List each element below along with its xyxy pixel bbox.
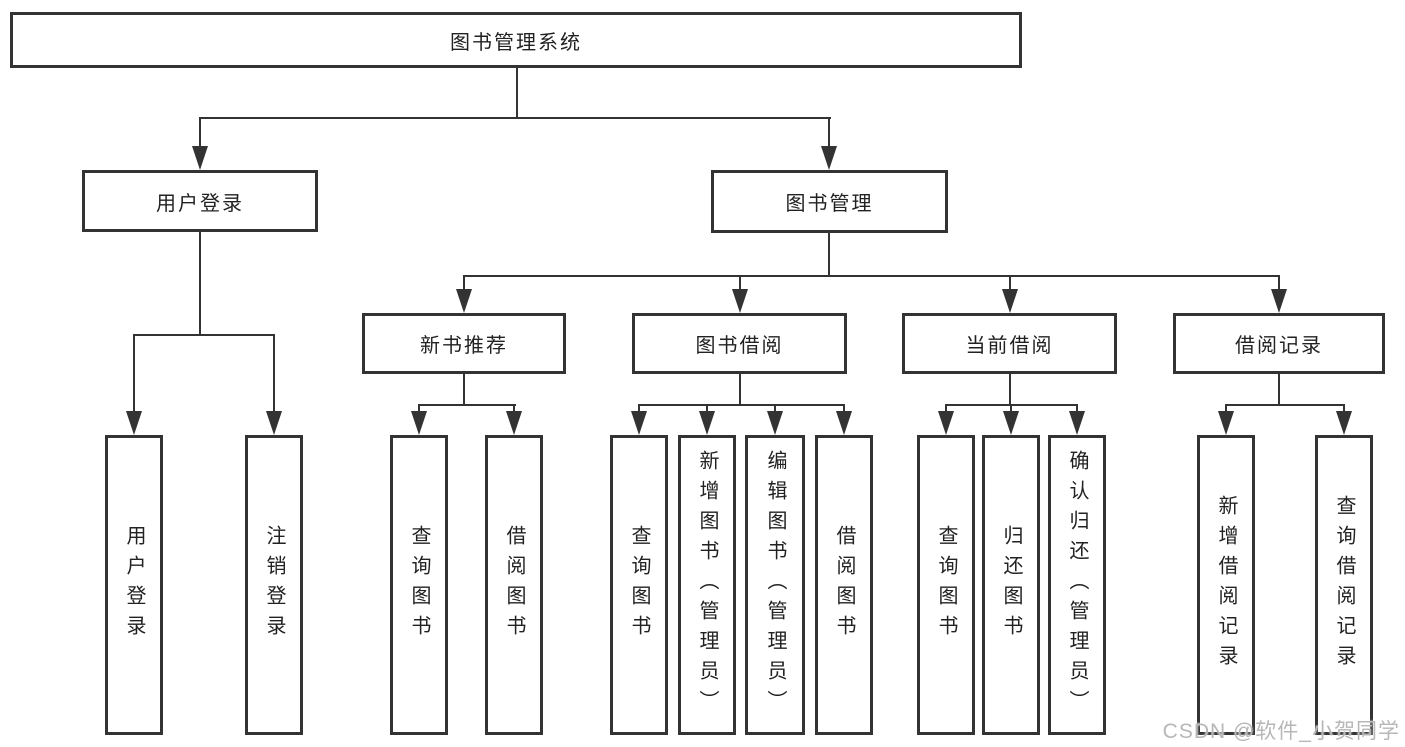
leaf-query-books-current: 查询图书 bbox=[917, 435, 975, 735]
connector-line bbox=[638, 404, 640, 414]
connector-line bbox=[1010, 404, 1012, 414]
node-root: 图书管理系统 bbox=[10, 12, 1022, 68]
arrow-down-icon bbox=[1218, 411, 1234, 435]
connector-line bbox=[273, 334, 275, 414]
arrow-down-icon bbox=[1336, 411, 1352, 435]
leaf-edit-books-admin: 编辑图书（管理员） bbox=[745, 435, 805, 735]
node-user-login: 用户登录 bbox=[82, 170, 318, 232]
connector-line bbox=[706, 404, 708, 414]
arrow-down-icon bbox=[1002, 289, 1018, 313]
node-current-borrow: 当前借阅 bbox=[902, 313, 1117, 374]
leaf-logout: 注销登录 bbox=[245, 435, 303, 735]
connector-line bbox=[638, 404, 845, 406]
connector-line bbox=[463, 275, 1280, 277]
node-borrow-records: 借阅记录 bbox=[1173, 313, 1385, 374]
connector-line bbox=[199, 117, 831, 119]
arrow-down-icon bbox=[266, 411, 282, 435]
leaf-query-books-recommend: 查询图书 bbox=[390, 435, 448, 735]
connector-line bbox=[1009, 374, 1011, 406]
connector-line bbox=[513, 404, 515, 414]
arrow-down-icon bbox=[767, 411, 783, 435]
leaf-query-borrow-record: 查询借阅记录 bbox=[1315, 435, 1373, 735]
connector-line bbox=[828, 117, 830, 149]
leaf-borrow-books-recommend: 借阅图书 bbox=[485, 435, 543, 735]
leaf-add-borrow-record: 新增借阅记录 bbox=[1197, 435, 1255, 735]
node-book-borrow: 图书借阅 bbox=[632, 313, 847, 374]
connector-line bbox=[516, 68, 518, 118]
connector-line bbox=[1278, 275, 1280, 291]
arrow-down-icon bbox=[192, 146, 208, 170]
connector-line bbox=[828, 233, 830, 277]
leaf-return-books: 归还图书 bbox=[982, 435, 1040, 735]
connector-line bbox=[199, 117, 201, 149]
connector-line bbox=[1278, 374, 1280, 406]
arrow-down-icon bbox=[506, 411, 522, 435]
arrow-down-icon bbox=[456, 289, 472, 313]
arrow-down-icon bbox=[1069, 411, 1085, 435]
connector-line bbox=[739, 374, 741, 406]
leaf-confirm-return-admin: 确认归还（管理员） bbox=[1048, 435, 1106, 735]
arrow-down-icon bbox=[821, 146, 837, 170]
arrow-down-icon bbox=[732, 289, 748, 313]
connector-line bbox=[1009, 275, 1011, 291]
arrow-down-icon bbox=[411, 411, 427, 435]
connector-line bbox=[463, 374, 465, 406]
connector-line bbox=[739, 275, 741, 291]
connector-line bbox=[133, 334, 135, 414]
connector-line bbox=[133, 334, 275, 336]
csdn-watermark: CSDN @软件_小贺同学 bbox=[1162, 720, 1400, 743]
arrow-down-icon bbox=[699, 411, 715, 435]
node-book-management: 图书管理 bbox=[711, 170, 948, 233]
leaf-add-books-admin: 新增图书（管理员） bbox=[678, 435, 736, 735]
arrow-down-icon bbox=[126, 411, 142, 435]
arrow-down-icon bbox=[836, 411, 852, 435]
connector-line bbox=[418, 404, 516, 406]
connector-line bbox=[1343, 404, 1345, 414]
connector-line bbox=[1076, 404, 1078, 414]
arrow-down-icon bbox=[631, 411, 647, 435]
leaf-borrow-books: 借阅图书 bbox=[815, 435, 873, 735]
node-new-book-recommend: 新书推荐 bbox=[362, 313, 566, 374]
arrow-down-icon bbox=[938, 411, 954, 435]
leaf-user-login: 用户登录 bbox=[105, 435, 163, 735]
leaf-query-books-borrow: 查询图书 bbox=[610, 435, 668, 735]
connector-line bbox=[199, 232, 201, 336]
connector-line bbox=[1225, 404, 1345, 406]
connector-line bbox=[418, 404, 420, 414]
connector-line bbox=[774, 404, 776, 414]
connector-line bbox=[945, 404, 947, 414]
arrow-down-icon bbox=[1003, 411, 1019, 435]
connector-line bbox=[1225, 404, 1227, 414]
connector-line bbox=[843, 404, 845, 414]
arrow-down-icon bbox=[1271, 289, 1287, 313]
connector-line bbox=[463, 275, 465, 291]
